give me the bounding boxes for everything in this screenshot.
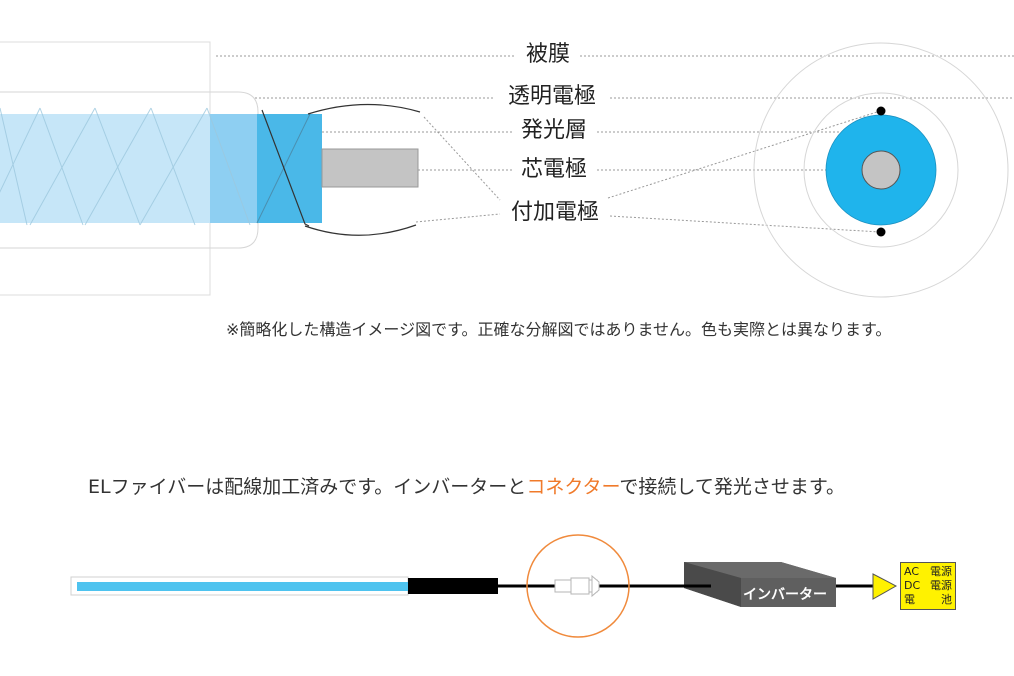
additional-electrode-dot-bottom [876, 227, 886, 237]
top-arc [307, 103, 421, 115]
cross-section-core [861, 150, 901, 190]
helix-front-wire [261, 109, 310, 227]
additional-electrode-helix [0, 107, 251, 226]
headline-connector-highlight: コネクター [526, 476, 620, 498]
bottom-arc [304, 224, 417, 236]
headline-text-pre: ELファイバーは配線加工済みです。インバーターと [88, 476, 527, 498]
label-transparent-electrode: 透明電極 [503, 84, 601, 110]
core-electrode-block [321, 148, 419, 188]
inverter-label: インバーター [743, 587, 827, 603]
label-sheath: 被膜 [521, 42, 575, 68]
wiring-headline: ELファイバーは配線加工済みです。インバーターとコネクターで接続して発光させます… [88, 472, 845, 499]
emissive-layer-block [257, 114, 322, 223]
connector-highlight-circle [526, 534, 630, 638]
label-emissive-layer: 発光層 [516, 118, 592, 144]
cross-section-middle-ring [803, 92, 959, 248]
fiber-body-mid [210, 114, 257, 223]
label-additional-electrode: 付加電極 [506, 200, 604, 226]
power-battery: 電池 [904, 593, 952, 606]
headline-text-post: で接続して発光させます。 [619, 476, 845, 498]
additional-electrode-dot-top [876, 106, 886, 116]
power-arrow-icon [872, 573, 898, 600]
disclaimer-note: ※簡略化した構造イメージ図です。正確な分解図ではありません。色も実際とは異なりま… [226, 320, 892, 339]
label-core-electrode: 芯電極 [516, 157, 592, 183]
inverter-box [684, 562, 836, 607]
fiber-end-cap [408, 578, 498, 594]
el-fiber-glow [77, 582, 408, 591]
connector-icon [554, 574, 600, 598]
cross-section-outer-ring [753, 42, 1009, 298]
fiber-body-light [0, 114, 210, 223]
